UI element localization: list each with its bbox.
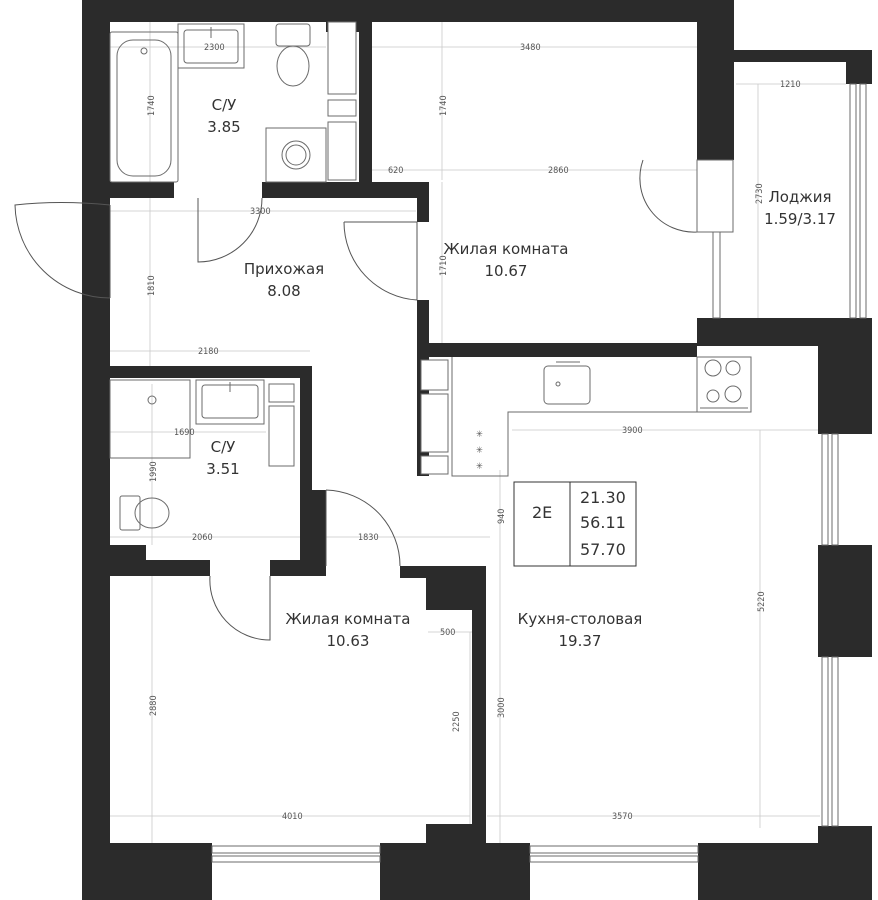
dim-bath2-width-lower: 2060 — [192, 533, 213, 543]
dim-bath1-width: 2300 — [204, 43, 225, 53]
room-area-kitchen: 19.37 — [559, 632, 602, 650]
total-area-with-loggia-value: 57.70 — [580, 540, 626, 559]
dim-living2-height-right: 2250 — [452, 711, 462, 732]
toilet-icon — [275, 23, 311, 87]
washing-machine-icon — [265, 127, 327, 183]
room-area-loggia: 1.59/3.17 — [764, 210, 836, 228]
sink-icon — [195, 379, 265, 425]
room-area-living1: 10.67 — [485, 262, 528, 280]
windows — [211, 83, 867, 863]
doors — [14, 159, 734, 641]
bathtub-icon — [109, 31, 179, 183]
room-name-bath2: С/У — [211, 438, 236, 456]
dim-loggia-width: 1210 — [780, 80, 801, 90]
dim-kitchen-height: 5220 — [757, 591, 767, 612]
svg-text:✳: ✳ — [476, 462, 483, 472]
dim-loggia-height: 2730 — [755, 183, 765, 204]
kitchen-sink-icon — [543, 361, 591, 405]
dim-living2-height: 2880 — [149, 695, 159, 716]
dim-living1-height-bottom: 1710 — [439, 255, 449, 276]
room-name-hall: Прихожая — [244, 260, 324, 278]
apartment-info-box: 2Е 21.30 56.11 57.70 — [513, 481, 637, 567]
storage-cabinet — [268, 383, 295, 467]
total-area-value: 56.11 — [580, 513, 626, 532]
room-area-hall: 8.08 — [267, 282, 300, 300]
dim-living1-width: 3480 — [520, 43, 541, 53]
sink-icon — [177, 23, 245, 69]
toilet-icon — [119, 495, 170, 531]
dim-corridor-width: 1830 — [358, 533, 379, 543]
kitchen-cabinets — [420, 356, 752, 477]
dim-living1-width-inner: 2860 — [548, 166, 569, 176]
dim-bath2-height: 1990 — [149, 461, 159, 482]
room-labels: С/У 3.85 Прихожая 8.08 Жилая комната 10.… — [206, 96, 836, 650]
dim-living1-offset: 620 — [388, 166, 403, 176]
room-area-bath2: 3.51 — [206, 460, 239, 478]
dim-kitchen-width-lower: 3570 — [612, 812, 633, 822]
dim-living2-width: 4010 — [282, 812, 303, 822]
apartment-type: 2Е — [532, 503, 552, 522]
svg-text:✳: ✳ — [476, 430, 483, 440]
dim-kitchen-height-upper: 940 — [497, 509, 507, 524]
room-name-living1: Жилая комната — [444, 240, 569, 258]
room-area-living2: 10.63 — [327, 632, 370, 650]
living-area-value: 21.30 — [580, 488, 626, 507]
dim-hall-width: 3300 — [250, 207, 271, 217]
shower-tray-icon — [109, 379, 191, 459]
room-name-loggia: Лоджия — [768, 188, 831, 206]
dimension-lines — [110, 22, 846, 844]
room-name-kitchen: Кухня-столовая — [518, 610, 643, 628]
ventilation-marks: ✳ ✳ ✳ — [476, 430, 483, 472]
walls — [82, 0, 872, 900]
room-name-living2: Жилая комната — [286, 610, 411, 628]
dim-living2-offset: 500 — [440, 628, 455, 638]
dim-bath1-height: 1740 — [147, 95, 157, 116]
dim-hall-width-lower: 2180 — [198, 347, 219, 357]
room-area-bath1: 3.85 — [207, 118, 240, 136]
dim-kitchen-height-lower: 3000 — [497, 697, 507, 718]
stove-icon — [700, 359, 748, 409]
room-name-bath1: С/У — [212, 96, 237, 114]
dim-kitchen-width: 3900 — [622, 426, 643, 436]
dim-bath2-width: 1690 — [174, 428, 195, 438]
dim-living1-height-top: 1740 — [439, 95, 449, 116]
svg-text:✳: ✳ — [476, 446, 483, 456]
shelving-unit — [327, 21, 357, 181]
dim-hall-height: 1810 — [147, 275, 157, 296]
dimension-labels: 2300 1740 3480 1740 620 2860 1710 3300 1… — [147, 43, 801, 822]
